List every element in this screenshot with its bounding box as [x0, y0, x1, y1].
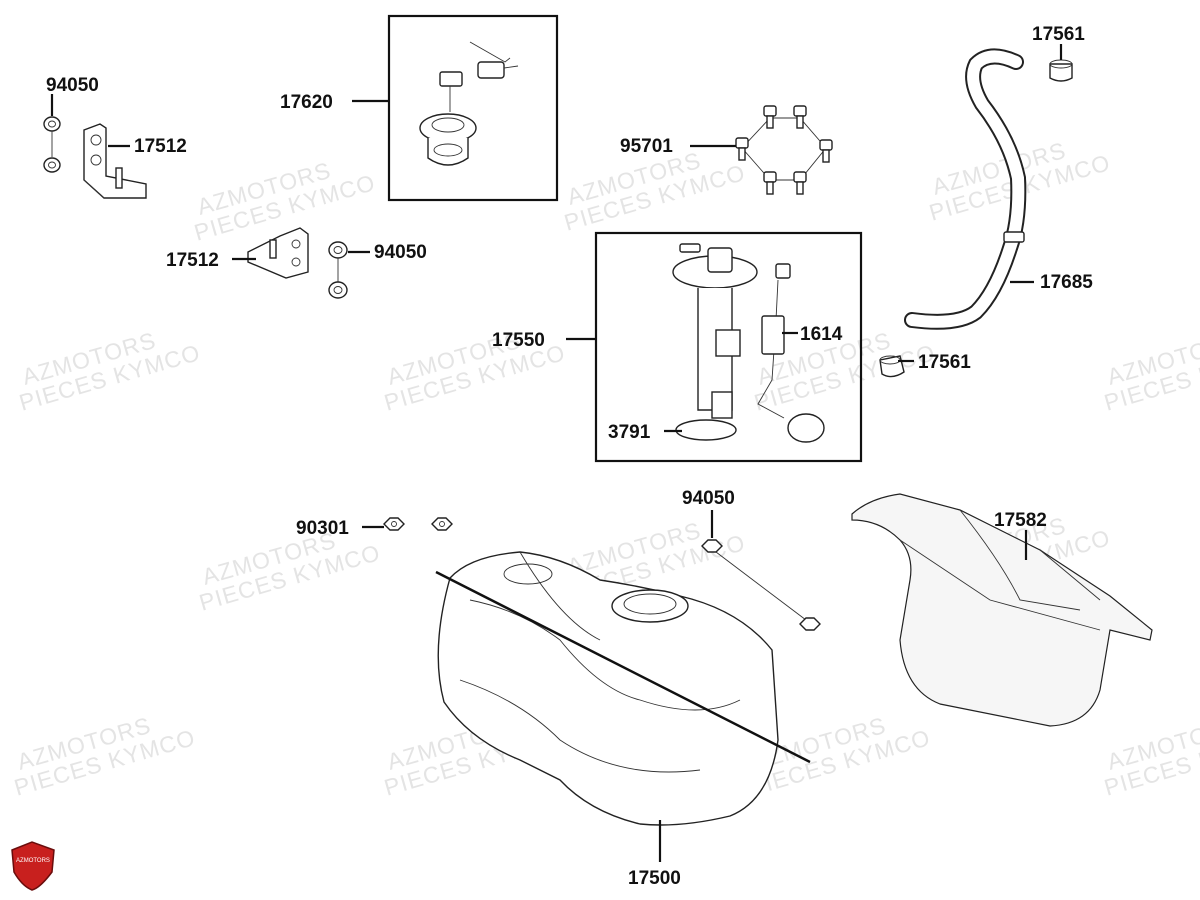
part-17620-fuel-cap[interactable]	[419, 41, 519, 166]
part-90301-nuts[interactable]	[383, 517, 453, 531]
part-94050-nuts-tank[interactable]	[701, 539, 821, 631]
label-17512: 17512	[166, 250, 219, 271]
box-17550	[594, 231, 863, 463]
label-17550: 17550	[492, 330, 545, 351]
label-17561: 17561	[918, 352, 971, 373]
part-17582-tank-cover[interactable]	[851, 493, 1153, 727]
label-95701: 95701	[620, 136, 673, 157]
part-17550-fuel-pump[interactable]	[672, 243, 825, 443]
watermark: AZMOTORS PIECES KYMCO	[1101, 712, 1200, 801]
label-17685: 17685	[1040, 272, 1093, 293]
watermark: AZMOTORS PIECES KYMCO	[11, 712, 198, 801]
label-1614: 1614	[800, 324, 843, 345]
label-90301: 90301	[296, 518, 349, 539]
part-17500-fuel-tank[interactable]	[435, 551, 811, 826]
label-17620: 17620	[280, 92, 333, 113]
part-17685-hose[interactable]	[904, 48, 1027, 330]
part-94050-nuts-mid[interactable]	[328, 241, 348, 299]
label-94050: 94050	[682, 488, 735, 509]
label-17561: 17561	[1032, 24, 1085, 45]
azmotors-logo: AZMOTORS	[11, 841, 55, 891]
part-94050-washers-top[interactable]	[43, 116, 61, 173]
watermark: AZMOTORS PIECES KYMCO	[16, 327, 203, 416]
box-17620	[387, 14, 559, 202]
svg-text:AZMOTORS: AZMOTORS	[16, 858, 50, 864]
watermark: AZMOTORS PIECES KYMCO	[191, 157, 378, 246]
part-17512-bracket-mid[interactable]	[247, 227, 309, 279]
part-17561-clamp-top[interactable]	[1049, 59, 1073, 82]
part-95701-bolts[interactable]	[735, 105, 833, 195]
label-17512: 17512	[134, 136, 187, 157]
part-17512-bracket-top[interactable]	[83, 123, 147, 199]
part-17561-clamp-bottom[interactable]	[879, 355, 905, 378]
label-17582: 17582	[994, 510, 1047, 531]
label-3791: 3791	[608, 422, 651, 443]
watermark: AZMOTORS PIECES KYMCO	[196, 527, 383, 616]
label-17500: 17500	[628, 868, 681, 889]
watermark: AZMOTORS PIECES KYMCO	[1101, 327, 1200, 416]
label-94050: 94050	[46, 75, 99, 96]
label-94050: 94050	[374, 242, 427, 263]
